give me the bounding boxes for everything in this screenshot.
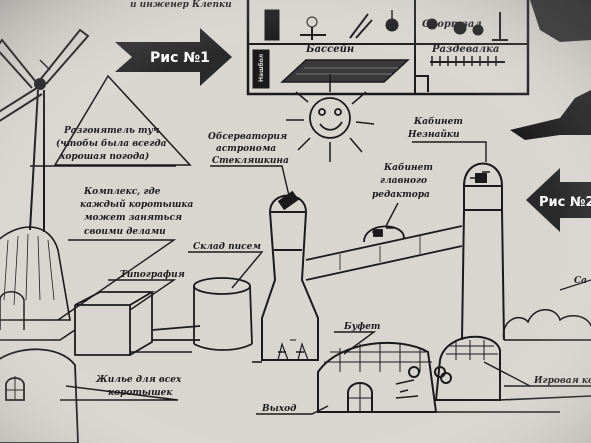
arrow-fig2-label: Рис №2 (539, 195, 591, 210)
svg-text:Обсерватория: Обсерватория (208, 131, 287, 142)
svg-text:Кабинет: Кабинет (383, 162, 433, 173)
svg-text:Жилье для всех: Жилье для всех (95, 375, 182, 385)
svg-text:(чтобы была всегда: (чтобы была всегда (56, 138, 167, 149)
svg-text:Стекляшкина: Стекляшкина (212, 156, 289, 166)
svg-text:астронома: астронома (216, 144, 276, 154)
gym-bell-icon (385, 18, 399, 32)
label-buffet: Буфет (343, 322, 380, 332)
svg-text:главного: главного (380, 176, 427, 186)
gym-locker-icon (264, 9, 280, 41)
svg-text:Комплекс, где: Комплекс, где (83, 187, 161, 197)
label-right-edge: Са (574, 276, 587, 286)
label-exit: Выход (261, 404, 296, 414)
pool-label: Бассейн (305, 44, 354, 55)
svg-text:может заняться: может заняться (84, 213, 182, 223)
svg-text:коротышек: коротышек (108, 388, 173, 398)
svg-text:своими делами: своими делами (84, 227, 166, 237)
windmill-hub (34, 78, 46, 90)
locker-label: Раздевалка (431, 44, 499, 55)
label-letter-storage: Склад писем (193, 242, 261, 252)
pool-sign-text: Нашбол (258, 54, 265, 82)
header-fragment: и инженер Клепки (130, 0, 232, 10)
arrow-fig1-label: Рис №1 (150, 50, 210, 66)
label-playroom: Игровая ко (533, 376, 591, 386)
svg-text:хорошая погода): хорошая погода) (59, 151, 149, 162)
svg-text:редактора: редактора (372, 190, 430, 200)
label-printing: Типография (120, 270, 185, 280)
svg-text:Кабинет: Кабинет (413, 116, 463, 127)
svg-text:Незнайки: Незнайки (407, 129, 460, 140)
svg-text:Разгонятель туч: Разгонятель туч (63, 126, 159, 136)
svg-text:каждый коротышка: каждый коротышка (80, 199, 193, 210)
gym-label: Спортзал (422, 19, 482, 30)
